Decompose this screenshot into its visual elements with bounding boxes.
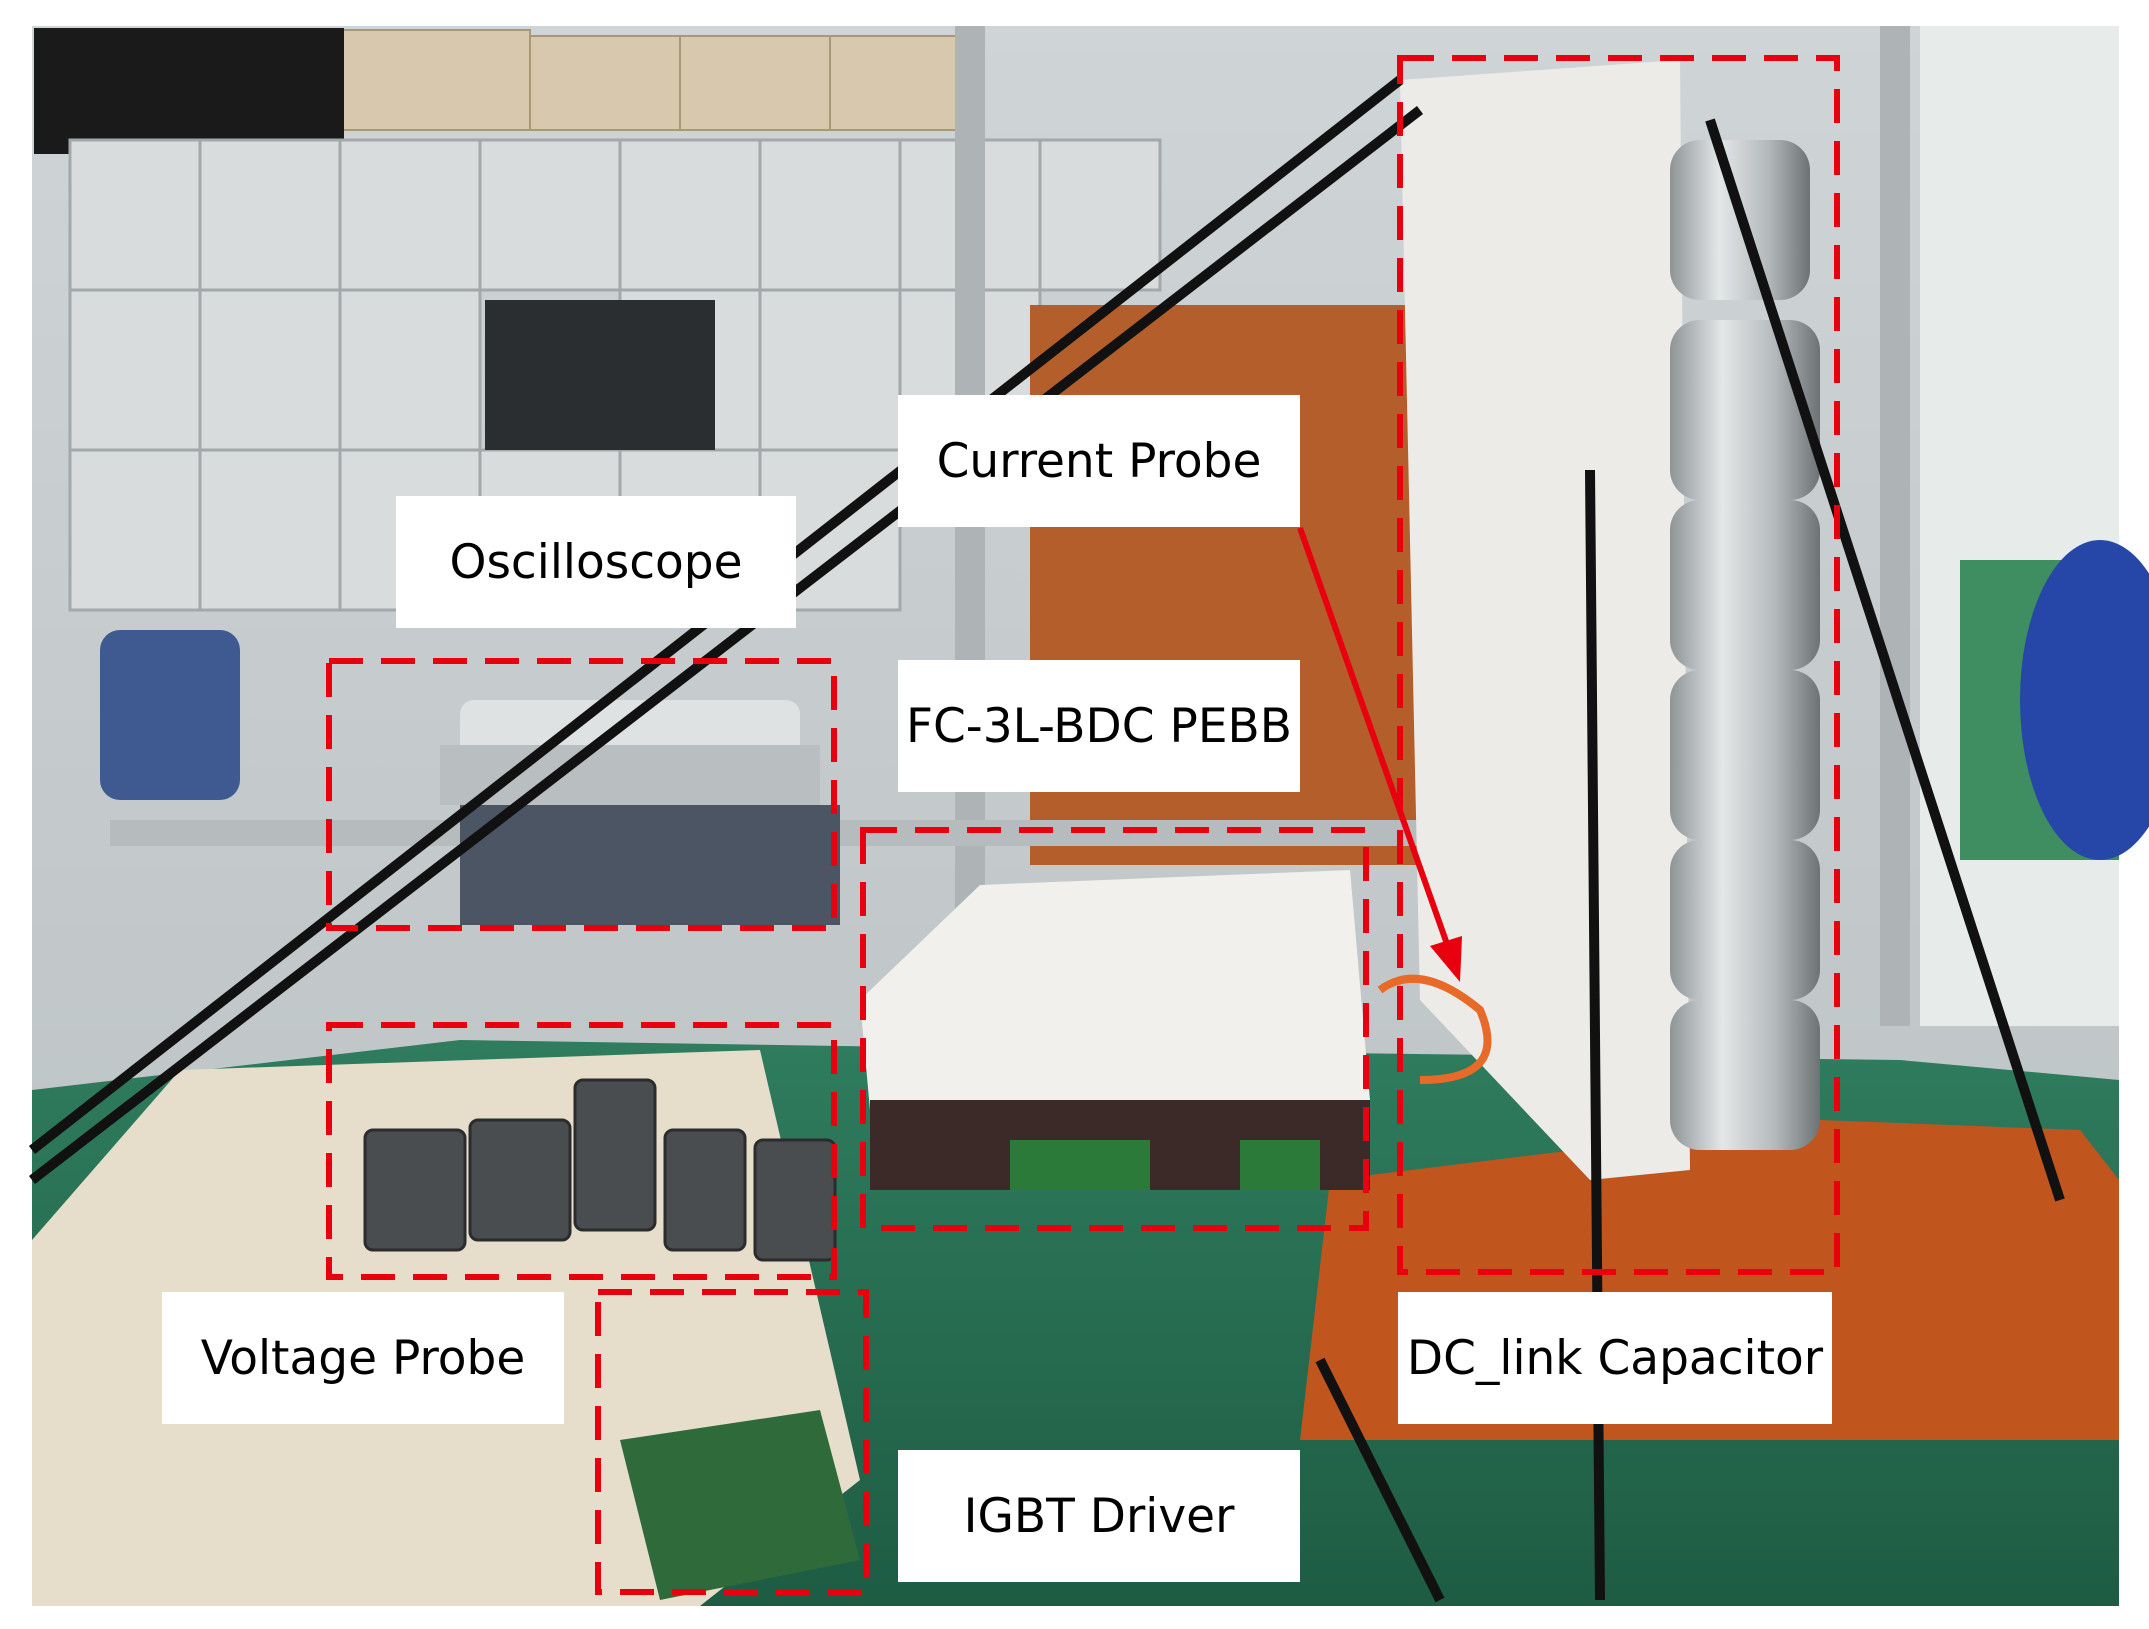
cardboard-boxes [339,29,981,131]
igbt-driver-label: IGBT Driver [898,1450,1300,1582]
dc-link-capacitor-label: DC_link Capacitor [1398,1292,1832,1424]
oscilloscope-label: Oscilloscope [396,496,796,628]
voltage-probe-label: Voltage Probe [162,1292,564,1424]
pebb-label: FC-3L-BDC PEBB [898,660,1300,792]
current-probe-label: Current Probe [898,395,1300,527]
